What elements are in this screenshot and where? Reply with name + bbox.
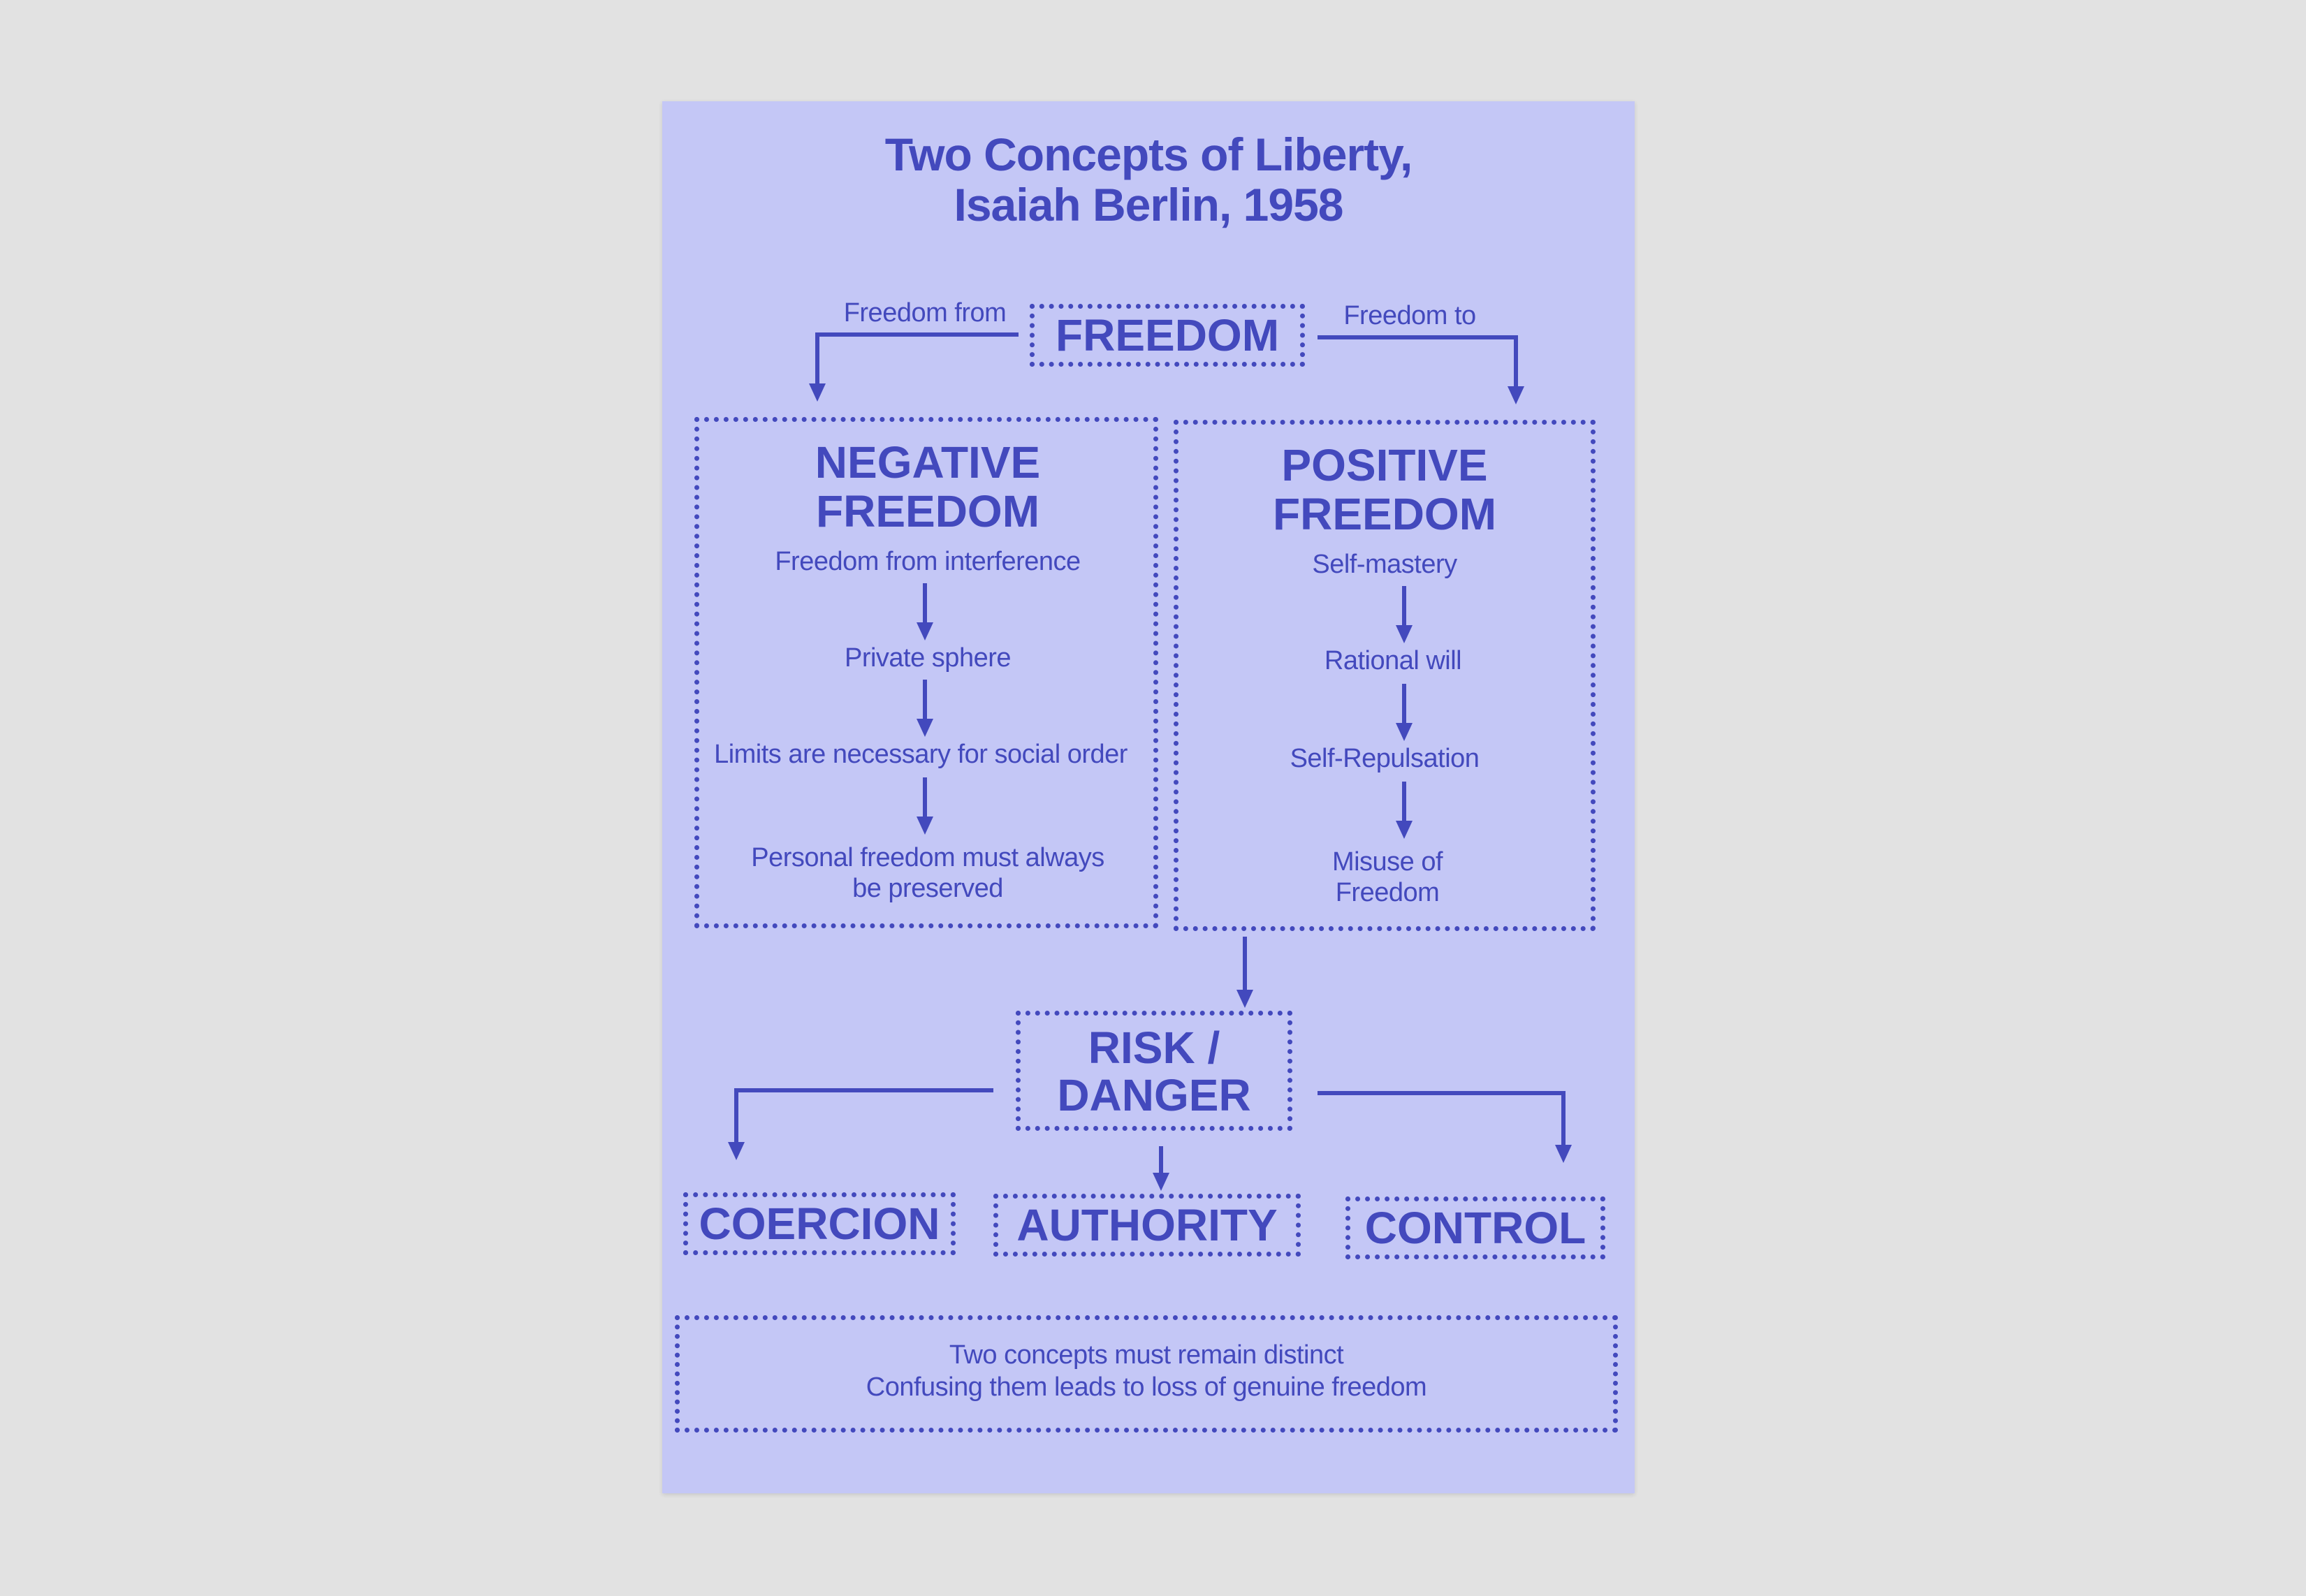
authority-box <box>993 1194 1301 1257</box>
negative-step-2: Private sphere <box>844 643 1012 673</box>
arrowhead <box>917 622 933 640</box>
negative-step-1: Freedom from interference <box>775 547 1081 576</box>
negative-step-5: be preserved <box>852 874 1003 903</box>
positive-step-3: Self-Repulsation <box>1290 744 1480 773</box>
arrowhead <box>917 817 933 835</box>
negative-heading-line-2: FREEDOM <box>816 486 1039 536</box>
title-line-1: Two Concepts of Liberty, <box>884 129 1413 180</box>
conclusion-box <box>675 1315 1618 1433</box>
arrowhead <box>1396 625 1413 643</box>
positive-heading-line-2: FREEDOM <box>1273 489 1496 539</box>
negative-step-4: Personal freedom must always <box>751 843 1104 872</box>
risk-heading-line-1: RISK / <box>1088 1023 1220 1073</box>
positive-step-4: Misuse of <box>1331 847 1443 877</box>
arrowhead <box>1396 723 1413 741</box>
positive-step-1: Self-mastery <box>1312 550 1457 579</box>
freedom-from-label: Freedom from <box>843 298 1007 328</box>
connector-arrows <box>728 332 1572 1191</box>
coercion-box <box>683 1192 956 1255</box>
negative-heading-line-1: NEGATIVE <box>815 437 1041 488</box>
positive-heading-line-1: POSITIVE <box>1281 440 1488 490</box>
coercion-label: COERCION <box>699 1199 940 1249</box>
arrowhead <box>809 383 826 402</box>
freedom-node <box>1030 304 1305 367</box>
positive-step-2: Rational will <box>1324 646 1462 675</box>
positive-step-5: Freedom <box>1335 878 1440 907</box>
arrowhead <box>1555 1145 1572 1163</box>
freedom-to-connector <box>1318 335 1518 390</box>
freedom-heading: FREEDOM <box>1056 310 1279 360</box>
arrowhead <box>917 719 933 737</box>
conclusion-line-1: Two concepts must remain distinct <box>949 1340 1344 1370</box>
poster-sheet: Two Concepts of Liberty, Isaiah Berlin, … <box>662 101 1635 1493</box>
coercion-connector <box>734 1088 993 1146</box>
poster-title: Two Concepts of Liberty, Isaiah Berlin, … <box>662 129 1635 230</box>
risk-heading-line-2: DANGER <box>1057 1070 1251 1120</box>
freedom-from-connector <box>815 332 1019 388</box>
negative-step-3: Limits are necessary for social order <box>714 740 1128 769</box>
freedom-to-label: Freedom to <box>1343 301 1476 330</box>
authority-label: AUTHORITY <box>1016 1200 1278 1250</box>
title-line-2: Isaiah Berlin, 1958 <box>954 179 1344 230</box>
negative-freedom-box <box>694 417 1158 928</box>
arrowhead <box>1153 1173 1169 1191</box>
control-box <box>1345 1196 1605 1259</box>
arrowhead <box>1508 386 1524 404</box>
arrowhead <box>728 1142 745 1160</box>
positive-freedom-box <box>1174 420 1596 931</box>
control-label: CONTROL <box>1364 1203 1586 1253</box>
control-connector <box>1318 1091 1566 1149</box>
risk-danger-box <box>1016 1011 1292 1131</box>
arrowhead <box>1396 821 1413 839</box>
arrowhead <box>1236 990 1253 1008</box>
conclusion-line-2: Confusing them leads to loss of genuine … <box>866 1372 1427 1402</box>
